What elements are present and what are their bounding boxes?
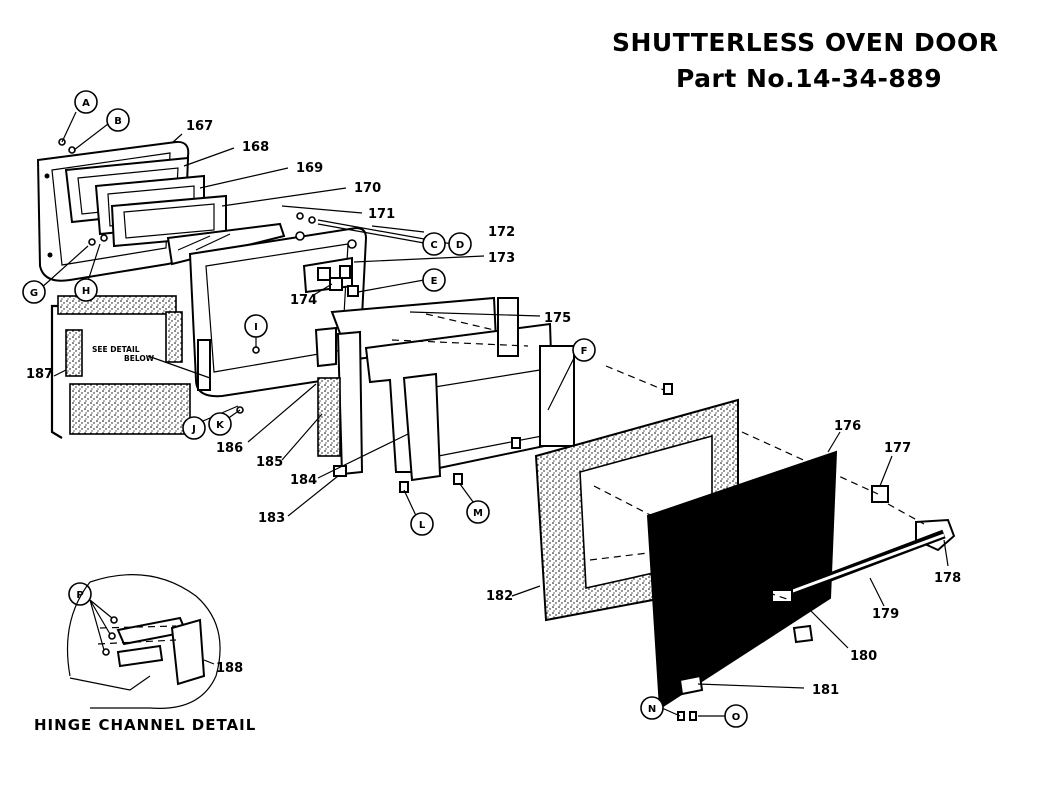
callout-A: A — [74, 90, 98, 114]
callout-P: P — [68, 582, 92, 606]
part-174-hinge-clip — [329, 277, 359, 297]
label-187: 187 — [26, 367, 53, 382]
label-169: 169 — [296, 161, 323, 176]
callout-letter: E — [431, 276, 438, 287]
label-171: 171 — [368, 207, 395, 222]
callout-L: L — [410, 512, 434, 536]
detail-caption: HINGE CHANNEL DETAIL — [34, 716, 256, 734]
callout-letter: C — [430, 240, 437, 251]
callout-I: I — [244, 314, 268, 338]
label-168: 168 — [242, 140, 269, 155]
label-180: 180 — [850, 649, 877, 664]
label-175: 175 — [544, 311, 571, 326]
label-176: 176 — [834, 419, 861, 434]
label-188: 188 — [216, 661, 243, 676]
label-178: 178 — [934, 571, 961, 586]
see-detail-note: SEE DETAIL — [92, 345, 140, 354]
callout-letter: G — [30, 288, 38, 299]
callout-letter: F — [581, 346, 588, 357]
label-183: 183 — [258, 511, 285, 526]
part-185-side-channel — [402, 372, 442, 482]
part-187-insulation-set — [50, 295, 191, 439]
part-number-title: Part No.14-34-889 — [676, 64, 943, 93]
part-183-screw — [333, 465, 347, 477]
callout-G: G — [22, 280, 46, 304]
label-167: 167 — [186, 119, 213, 134]
part-181-hinge-stop — [678, 674, 704, 696]
part-179-door-handle — [778, 529, 946, 601]
part-177-handle-end-cap — [871, 485, 889, 503]
callout-K: K — [208, 412, 232, 436]
callout-letter: I — [254, 322, 258, 333]
label-186: 186 — [216, 441, 243, 456]
part-175-door-inner-panel — [330, 296, 575, 473]
label-172: 172 — [488, 225, 515, 240]
callout-H: H — [74, 278, 98, 302]
part-186-insulation-pad — [317, 377, 341, 457]
callout-letter: N — [648, 704, 656, 715]
label-184: 184 — [290, 473, 317, 488]
hinge-channel-detail — [66, 573, 221, 709]
callout-letter: B — [114, 116, 122, 127]
part-184-hinge-channel — [314, 326, 364, 476]
callout-letter: K — [216, 420, 225, 431]
callout-N: N — [640, 696, 664, 720]
label-181: 181 — [812, 683, 839, 698]
part-176-door-glass-panel — [646, 450, 838, 710]
label-177: 177 — [884, 441, 911, 456]
label-173: 173 — [488, 251, 515, 266]
label-174: 174 — [290, 293, 317, 308]
label-170: 170 — [354, 181, 381, 196]
callout-E: E — [422, 268, 446, 292]
label-185: 185 — [256, 455, 283, 470]
callout-J: J — [182, 416, 206, 440]
callout-letter: A — [82, 98, 90, 109]
hardware-screws — [58, 138, 697, 721]
callout-letter: O — [732, 712, 741, 723]
label-179: 179 — [872, 607, 899, 622]
diagram-title: SHUTTERLESS OVEN DOOR — [612, 28, 999, 57]
callout-letter: J — [191, 424, 196, 435]
callout-C: C — [422, 232, 446, 256]
callout-D: D — [448, 232, 472, 256]
callout-M: M — [466, 500, 490, 524]
callout-O: O — [724, 704, 748, 728]
callout-letter: D — [456, 240, 464, 251]
assembly-lines — [391, 313, 925, 601]
callout-letter: L — [419, 520, 426, 531]
callout-letter: H — [82, 286, 90, 297]
callout-letter: M — [473, 508, 483, 519]
part-180-handle-end — [771, 589, 814, 644]
callout-F: F — [572, 338, 596, 362]
callout-letter: P — [76, 590, 83, 601]
label-182: 182 — [486, 589, 513, 604]
callout-B: B — [106, 108, 130, 132]
see-detail-note-below: BELOW — [124, 354, 155, 363]
